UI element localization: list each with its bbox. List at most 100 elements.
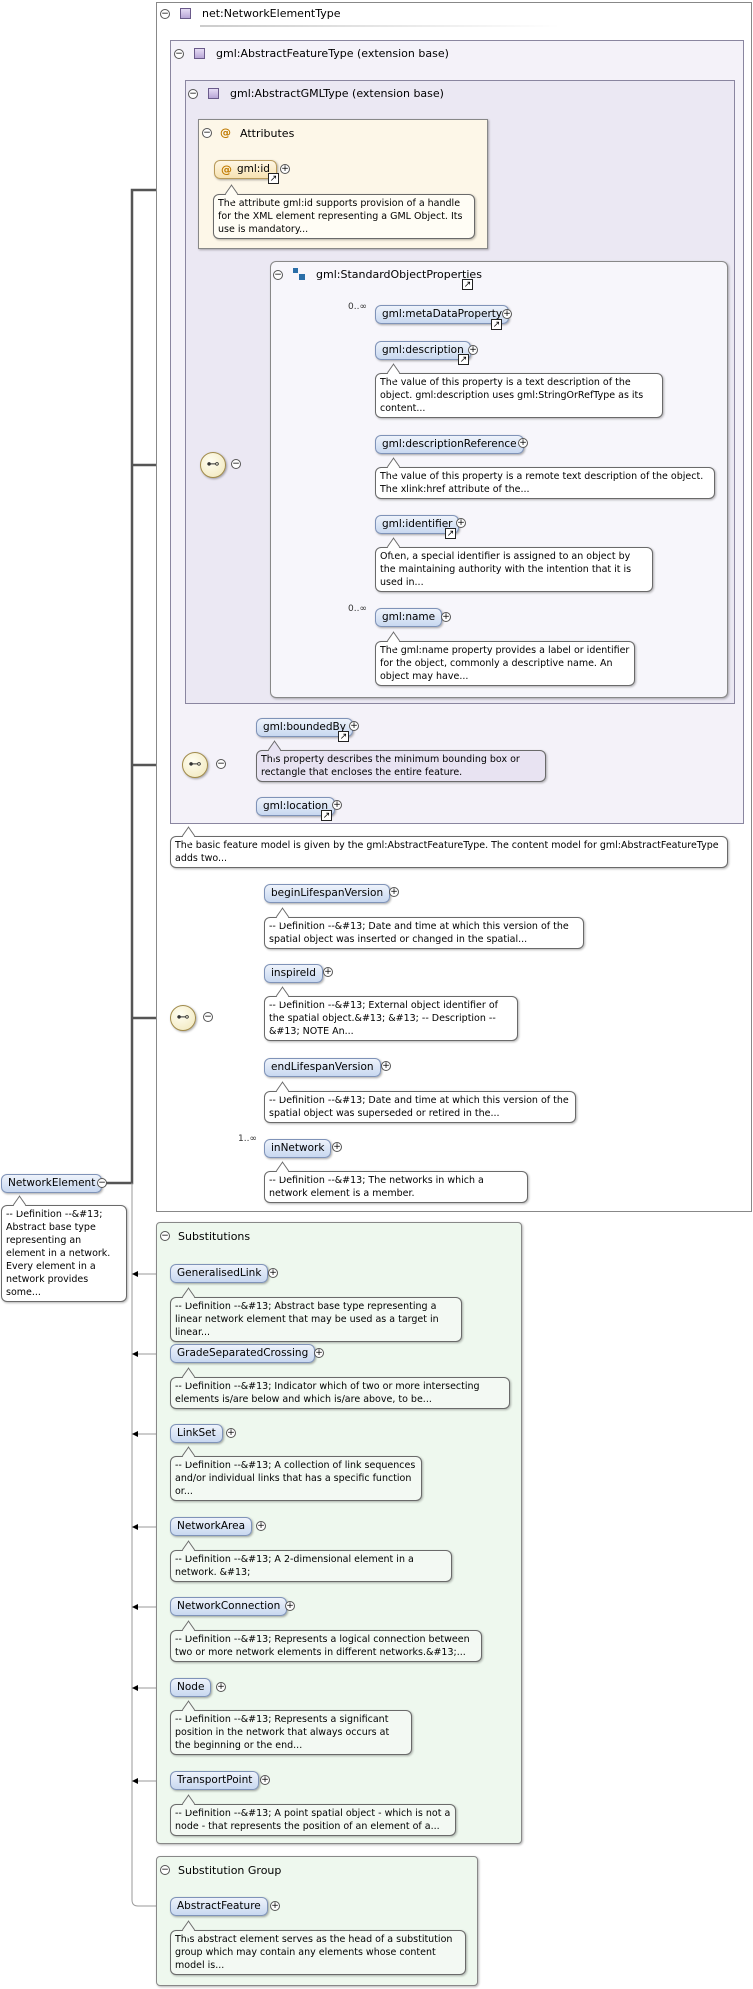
identifier-doc: Often, a special identifier is assigned … <box>375 547 653 592</box>
standard-object-properties-title: gml:StandardObjectProperties <box>316 268 482 281</box>
collapse-sequence-gml-button[interactable]: − <box>231 459 241 469</box>
element-gml-identifier[interactable]: gml:identifier <box>375 515 460 534</box>
inspire-id-doc: -- Definition --&#13; External object id… <box>264 996 518 1041</box>
grade-separated-crossing-doc: -- Definition --&#13; Indicator which of… <box>170 1377 510 1409</box>
bounded-by-doc: This property describes the minimum boun… <box>256 750 546 782</box>
abstract-gml-type-icon <box>208 88 219 99</box>
abstract-feature-type-icon <box>194 48 205 59</box>
bounded-by-link-icon[interactable]: ↗ <box>338 731 349 742</box>
network-connection-doc: -- Definition --&#13; Represents a logic… <box>170 1630 482 1662</box>
element-gml-name[interactable]: gml:name <box>375 608 443 627</box>
element-inspireid[interactable]: inspireId <box>264 964 323 983</box>
in-network-doc: -- Definition --&#13; The networks in wh… <box>264 1171 528 1203</box>
location-link-icon[interactable]: ↗ <box>321 810 332 821</box>
substitutions-title: Substitutions <box>178 1230 251 1243</box>
element-gml-description[interactable]: gml:description <box>375 341 471 360</box>
transport-point-doc: -- Definition --&#13; A point spatial ob… <box>170 1804 456 1836</box>
begin-lifespan-doc: -- Definition --&#13; Date and time at w… <box>264 917 584 949</box>
collapse-complex-type-button[interactable]: − <box>160 9 170 19</box>
identifier-expand-button[interactable]: + <box>456 518 466 528</box>
substitution-generalisedlink[interactable]: GeneralisedLink <box>170 1264 269 1283</box>
root-element-doc: -- Definition --&#13; Abstract base type… <box>1 1205 127 1302</box>
node-doc: -- Definition --&#13; Represents a signi… <box>170 1710 412 1755</box>
inspire-id-expand-button[interactable]: + <box>323 967 333 977</box>
complex-type-title: net:NetworkElementType <box>202 7 341 20</box>
name-occurrence: 0..∞ <box>348 604 367 614</box>
description-reference-expand-button[interactable]: + <box>518 438 528 448</box>
end-lifespan-doc: -- Definition --&#13; Date and time at w… <box>264 1091 576 1123</box>
collapse-abstract-gml-type-button[interactable]: − <box>188 89 198 99</box>
substitution-gradeseparatedcrossing[interactable]: GradeSeparatedCrossing <box>170 1344 316 1363</box>
element-innetwork[interactable]: inNetwork <box>264 1139 332 1158</box>
metadata-property-expand-button[interactable]: + <box>502 309 512 319</box>
collapse-attributes-button[interactable]: − <box>202 128 212 138</box>
attribute-id-doc: The attribute gml:id supports provision … <box>213 194 475 239</box>
attribute-id-icon: @ <box>221 163 232 176</box>
network-area-doc: -- Definition --&#13; A 2-dimensional el… <box>170 1550 452 1582</box>
header-rule <box>200 25 560 27</box>
location-expand-button[interactable]: + <box>332 800 342 810</box>
element-endlifespanversion[interactable]: endLifespanVersion <box>264 1058 381 1077</box>
transport-point-expand-button[interactable]: + <box>260 1775 270 1785</box>
complex-type-icon <box>180 8 191 19</box>
substitution-networkarea[interactable]: NetworkArea <box>170 1517 253 1536</box>
node-expand-button[interactable]: + <box>216 1682 226 1692</box>
abstract-feature-type-doc: The basic feature model is given by the … <box>170 836 728 868</box>
root-element-networkelement[interactable]: NetworkElement <box>1 1174 103 1193</box>
abstract-feature-expand-button[interactable]: + <box>270 1901 280 1911</box>
abstract-feature-type-title: gml:AbstractFeatureType (extension base) <box>216 47 449 60</box>
substitution-group-abstractfeature[interactable]: AbstractFeature <box>170 1897 268 1916</box>
attribute-id-link-icon[interactable]: ↗ <box>268 173 279 184</box>
begin-lifespan-expand-button[interactable]: + <box>389 887 399 897</box>
collapse-substitution-group-button[interactable]: − <box>160 1865 170 1875</box>
in-network-expand-button[interactable]: + <box>332 1142 342 1152</box>
identifier-link-icon[interactable]: ↗ <box>445 528 456 539</box>
generalised-link-expand-button[interactable]: + <box>268 1268 278 1278</box>
collapse-sequence-network-button[interactable]: − <box>203 1012 213 1022</box>
standard-object-properties-link-icon[interactable]: ↗ <box>462 279 473 290</box>
link-set-expand-button[interactable]: + <box>226 1428 236 1438</box>
element-gml-location[interactable]: gml:location <box>256 797 336 816</box>
attribute-id-label: gml:id <box>237 163 270 175</box>
description-expand-button[interactable]: + <box>468 345 478 355</box>
group-icon <box>293 268 306 281</box>
network-area-expand-button[interactable]: + <box>256 1521 266 1531</box>
sequence-compositor-gml[interactable]: ⊷ <box>200 452 226 478</box>
grade-separated-crossing-expand-button[interactable]: + <box>314 1348 324 1358</box>
substitution-node[interactable]: Node <box>170 1678 212 1697</box>
attributes-title: Attributes <box>240 127 295 140</box>
collapse-substitutions-button[interactable]: − <box>160 1231 170 1241</box>
description-reference-doc: The value of this property is a remote t… <box>375 467 715 499</box>
bounded-by-expand-button[interactable]: + <box>349 721 359 731</box>
description-doc: The value of this property is a text des… <box>375 373 663 418</box>
metadata-property-occurrence: 0..∞ <box>348 302 367 312</box>
collapse-abstract-feature-type-button[interactable]: − <box>174 49 184 59</box>
description-link-icon[interactable]: ↗ <box>458 354 469 365</box>
name-expand-button[interactable]: + <box>441 612 451 622</box>
attribute-icon: @ <box>220 126 231 139</box>
end-lifespan-expand-button[interactable]: + <box>381 1061 391 1071</box>
collapse-root-button[interactable]: − <box>97 1178 107 1188</box>
link-set-doc: -- Definition --&#13; A collection of li… <box>170 1456 422 1501</box>
element-gml-descriptionreference[interactable]: gml:descriptionReference <box>375 435 524 454</box>
sequence-compositor-network[interactable]: ⊷ <box>170 1005 196 1031</box>
name-doc: The gml:name property provides a label o… <box>375 641 635 686</box>
in-network-occurrence: 1..∞ <box>238 1134 257 1144</box>
attribute-id-expand-button[interactable]: + <box>280 164 290 174</box>
network-connection-expand-button[interactable]: + <box>285 1601 295 1611</box>
collapse-standard-object-properties-button[interactable]: − <box>273 270 283 280</box>
substitution-networkconnection[interactable]: NetworkConnection <box>170 1597 288 1616</box>
attribute-gml-id[interactable]: @ gml:id <box>214 160 277 179</box>
element-gml-metadataproperty[interactable]: gml:metaDataProperty <box>375 305 510 324</box>
generalised-link-doc: -- Definition --&#13; Abstract base type… <box>170 1297 462 1342</box>
abstract-gml-type-title: gml:AbstractGMLType (extension base) <box>230 87 444 100</box>
abstract-feature-doc: This abstract element serves as the head… <box>170 1930 466 1975</box>
metadata-property-link-icon[interactable]: ↗ <box>491 319 502 330</box>
sequence-compositor-feature[interactable]: ⊷ <box>182 752 208 778</box>
substitution-transportpoint[interactable]: TransportPoint <box>170 1771 260 1790</box>
substitution-linkset[interactable]: LinkSet <box>170 1424 223 1443</box>
element-beginlifespanversion[interactable]: beginLifespanVersion <box>264 884 391 903</box>
element-gml-boundedby[interactable]: gml:boundedBy <box>256 718 353 737</box>
substitution-group-title: Substitution Group <box>178 1864 282 1877</box>
collapse-sequence-feature-button[interactable]: − <box>216 759 226 769</box>
